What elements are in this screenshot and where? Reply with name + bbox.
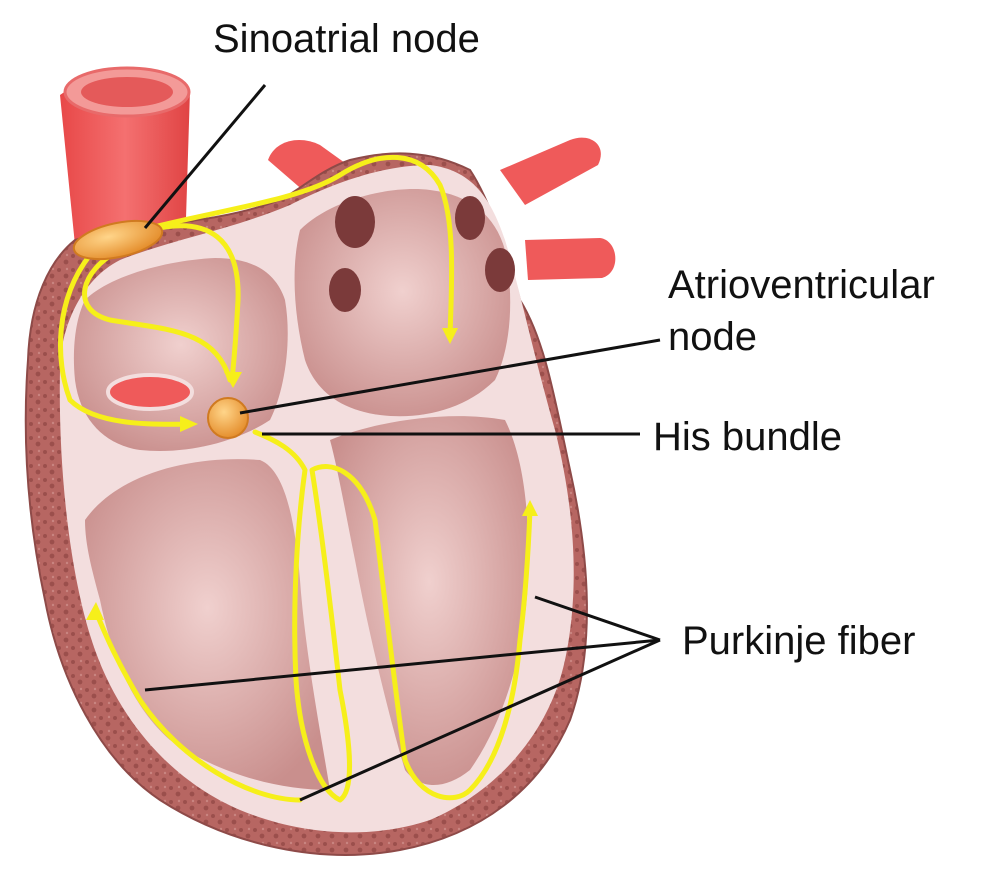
label-his-bundle: His bundle	[653, 415, 842, 459]
label-purkinje-fiber: Purkinje fiber	[682, 619, 915, 663]
pulmonary-vein-opening-1	[335, 196, 375, 248]
vena-cava-opening	[108, 375, 192, 409]
pulmonary-vessel-upper-right	[500, 138, 601, 205]
atrioventricular-node	[208, 398, 248, 438]
label-atrioventricular-line1: Atrioventricular	[668, 263, 935, 307]
pulmonary-vein-opening-3	[455, 196, 485, 240]
label-sinoatrial-node: Sinoatrial node	[213, 17, 480, 61]
pulmonary-vessel-lower-right	[525, 238, 615, 280]
label-atrioventricular-line2: node	[668, 315, 757, 359]
pulmonary-vein-opening-4	[485, 248, 515, 292]
pulmonary-vein-opening-2	[329, 268, 361, 312]
